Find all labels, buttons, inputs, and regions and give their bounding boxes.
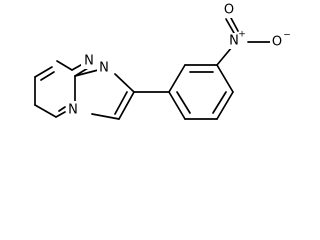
atom-nitro-n-label: N (229, 34, 239, 49)
bond (216, 91, 234, 120)
bond (55, 111, 66, 118)
negative-charge: − (283, 31, 291, 41)
bond (114, 91, 128, 115)
bond (168, 64, 186, 93)
label-knockout (227, 33, 241, 49)
bond (216, 64, 234, 93)
bond (91, 113, 120, 120)
bond (230, 17, 239, 32)
imidazole-ring (74, 68, 135, 120)
atom-n3-label: N (68, 103, 78, 118)
bond (118, 91, 135, 120)
bond (212, 91, 227, 114)
bond (58, 106, 66, 112)
nitro-group (216, 17, 271, 66)
label-knockout (270, 34, 284, 50)
bond (34, 104, 57, 118)
label-knockout (81, 54, 94, 69)
bond (40, 71, 55, 81)
bond (225, 18, 235, 34)
label-knockout (223, 3, 236, 18)
bond (176, 91, 191, 114)
atom-n2-label: N (99, 61, 109, 76)
bond (114, 73, 135, 93)
structure-svg: N N N N + O O − (34, 3, 291, 120)
phenyl-ring (168, 64, 234, 120)
molecule-diagram: N N N N + O O − (34, 2, 291, 120)
atom-n1-label: N (84, 54, 94, 69)
atom-o1-label: O (224, 3, 234, 18)
label-knockout (66, 101, 79, 116)
bond (168, 91, 186, 120)
bond (34, 66, 53, 78)
label-knockout (97, 60, 110, 75)
atom-o2-label: O (272, 35, 282, 50)
bond (56, 60, 73, 71)
bond (216, 46, 233, 66)
positive-charge: + (238, 30, 246, 40)
pyrimidine-ring (34, 60, 89, 118)
